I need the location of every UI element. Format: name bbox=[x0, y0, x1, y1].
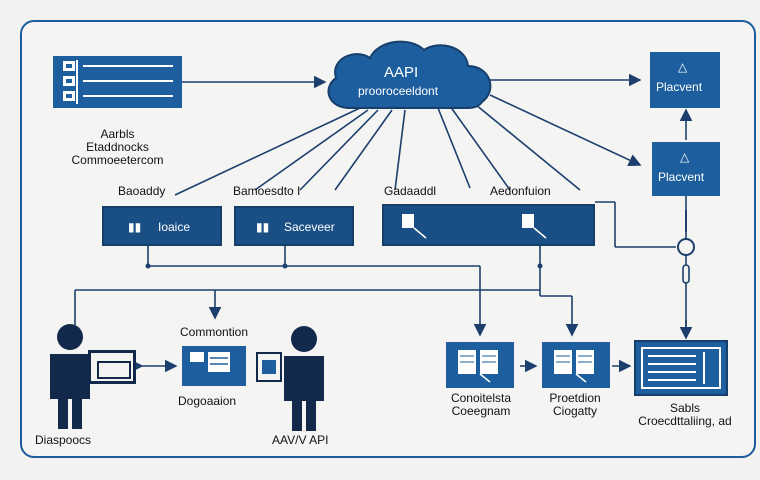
conoitelsta-box[interactable] bbox=[446, 342, 514, 388]
edge-fan-6 bbox=[437, 107, 471, 189]
api-label: AAV/V API bbox=[272, 433, 329, 447]
saceveer-box[interactable]: ▮▮ Saceveer bbox=[234, 206, 354, 246]
book-icon bbox=[554, 350, 594, 383]
edge-fan-3 bbox=[299, 109, 379, 191]
crossdetail-box[interactable] bbox=[634, 340, 728, 396]
proetdion-box[interactable] bbox=[542, 342, 610, 388]
list-icon bbox=[63, 60, 173, 104]
ioaice-label: Ioaice bbox=[158, 220, 191, 234]
cloud-icon[interactable] bbox=[320, 36, 500, 116]
monitor-icon bbox=[641, 347, 721, 389]
edge-fan-9 bbox=[489, 94, 642, 167]
cloud-title: AAPI bbox=[384, 64, 419, 81]
monitor-box-left[interactable] bbox=[88, 350, 136, 384]
row2-label-2: Bamoesdto I bbox=[233, 184, 301, 198]
placvent-mid-label: Placvent bbox=[658, 170, 705, 184]
edge-fan-5 bbox=[394, 109, 406, 191]
document-icon bbox=[190, 352, 230, 372]
edge-fan-2 bbox=[254, 109, 369, 191]
document-icon: ▮▮ bbox=[128, 220, 142, 234]
placvent-top-label: Placvent bbox=[656, 80, 703, 94]
proetdion-caption: Proetdion Ciogatty bbox=[549, 391, 601, 418]
edge-fan-7 bbox=[449, 105, 511, 191]
row2-label-4: Aedonfuion bbox=[490, 184, 551, 198]
edge-fan-8 bbox=[469, 99, 581, 191]
conoitelsta-caption: Conoitelsta Coeegnam bbox=[450, 391, 512, 418]
book-icon bbox=[458, 350, 498, 383]
dogoaaion-label: Dogoaaion bbox=[178, 394, 237, 408]
triangle-icon: △ bbox=[678, 60, 688, 74]
row2-label-3: Gadaaddl bbox=[384, 184, 437, 198]
edge-fan-4 bbox=[334, 109, 393, 191]
communication-box[interactable] bbox=[182, 346, 246, 386]
crossdetail-caption: Sabls Croecdttaliing, ad bbox=[638, 401, 732, 428]
document-icons bbox=[402, 214, 547, 239]
commontion-label: Commontion bbox=[180, 325, 249, 339]
person-icon-left bbox=[50, 324, 90, 429]
placvent-box-top[interactable]: △ Placvent bbox=[650, 52, 720, 108]
row2-label-1: Baoaddy bbox=[118, 184, 166, 198]
top-left-caption: Aarbls Etaddnocks Commoeetercom bbox=[71, 127, 164, 167]
saceveer-label: Saceveer bbox=[284, 220, 335, 234]
triangle-icon: △ bbox=[680, 150, 690, 164]
edge-fan-1 bbox=[174, 107, 361, 196]
placvent-box-mid[interactable]: △ Placvent bbox=[652, 142, 720, 196]
person-icon-right bbox=[284, 326, 324, 431]
document-list-box[interactable] bbox=[53, 56, 182, 108]
document-icon: ▮▮ bbox=[256, 220, 270, 234]
diaspoocs-label: Diaspoocs bbox=[35, 433, 92, 447]
cloud-subtitle: prooroceeldont bbox=[358, 84, 439, 98]
communication-box-small[interactable] bbox=[256, 352, 282, 382]
wide-service-box[interactable] bbox=[382, 204, 595, 246]
ioaice-box[interactable]: ▮▮ Ioaice bbox=[102, 206, 222, 246]
connector-knob bbox=[677, 238, 695, 256]
